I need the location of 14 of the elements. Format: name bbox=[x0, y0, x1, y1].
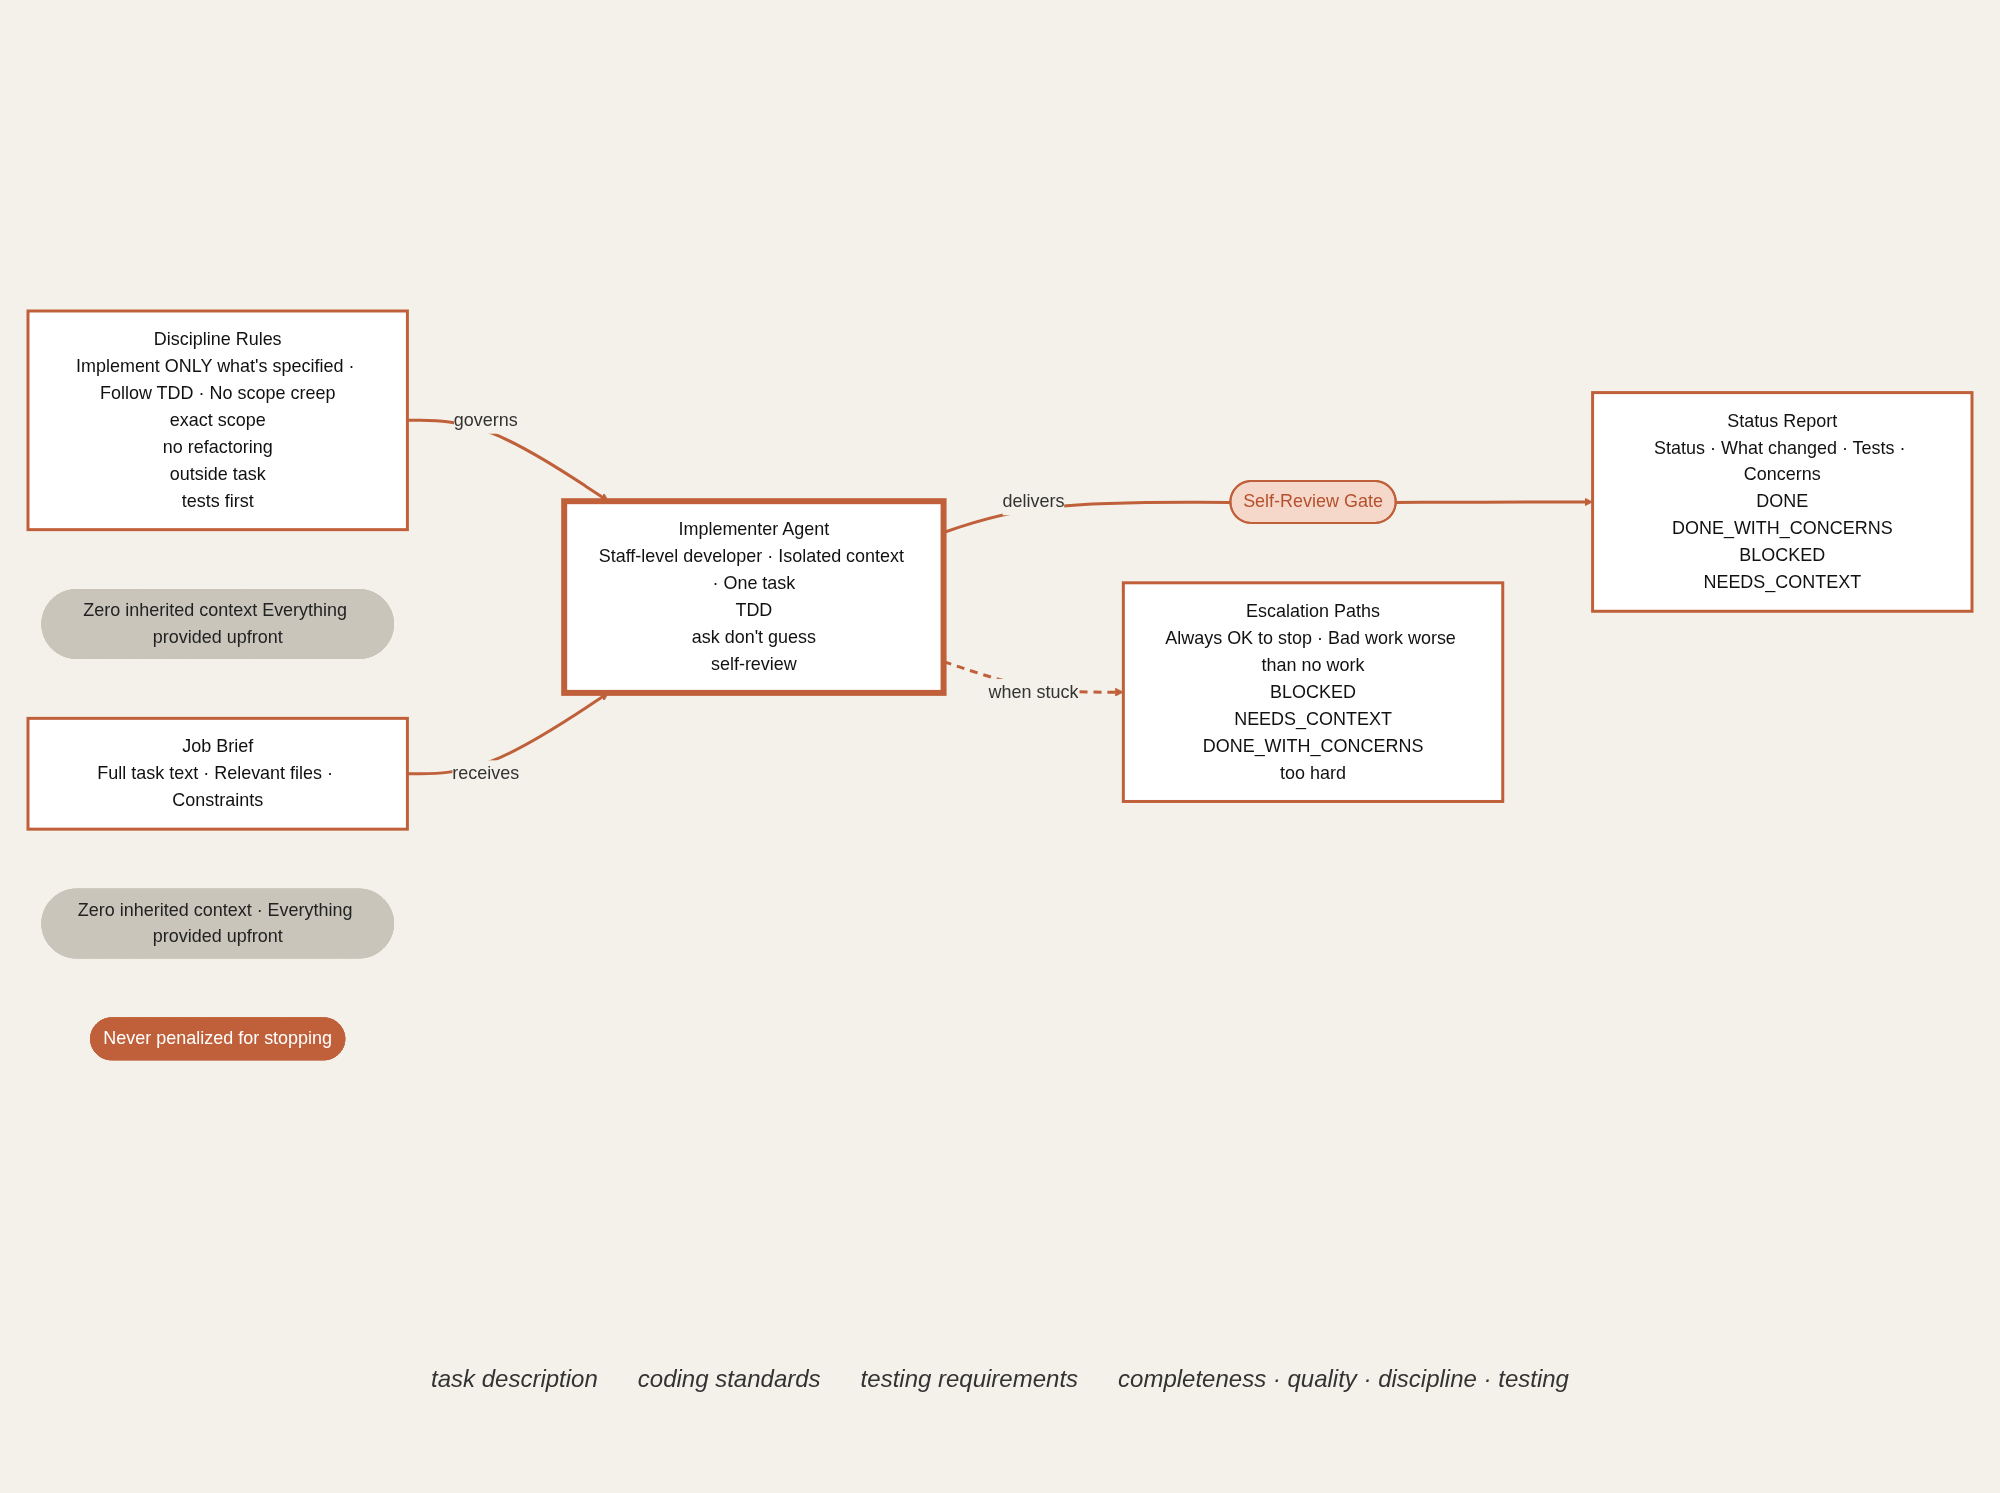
arrow bbox=[1396, 497, 1593, 506]
node-box: Implementer Agent Staff-level developer · Isolated context · One task TDD ask don't guess self-review bbox=[561, 497, 947, 696]
note-text: completeness · quality · discipline · testing bbox=[1118, 1365, 1569, 1393]
edge-label: receives bbox=[452, 762, 520, 783]
node-box: Job Brief Full task text · Relevant files · Constraints bbox=[26, 716, 409, 831]
edge-label: delivers bbox=[1002, 491, 1065, 512]
note-text: task description bbox=[431, 1365, 598, 1393]
node-box: Discipline Rules Implement ONLY what's specified · Follow TDD · No scope creep exact scope no refactoring outside task tests first bbox=[26, 309, 409, 531]
node-box: Status Report Status · What changed · Tests · Concerns DONE DONE_WITH_CONCERNS BLOCKED NEEDS_CONTEXT bbox=[1591, 390, 1974, 613]
edge-label: when stuck bbox=[988, 681, 1079, 702]
edge-label: governs bbox=[453, 409, 518, 430]
note-text: testing requirements bbox=[860, 1365, 1079, 1393]
node-box: Escalation Paths Always OK to stop · Bad work worse than no work BLOCKED NEEDS_CONTEXT DONE_WITH_CONCERNS too hard bbox=[1121, 580, 1505, 803]
note-text: coding standards bbox=[637, 1365, 821, 1393]
